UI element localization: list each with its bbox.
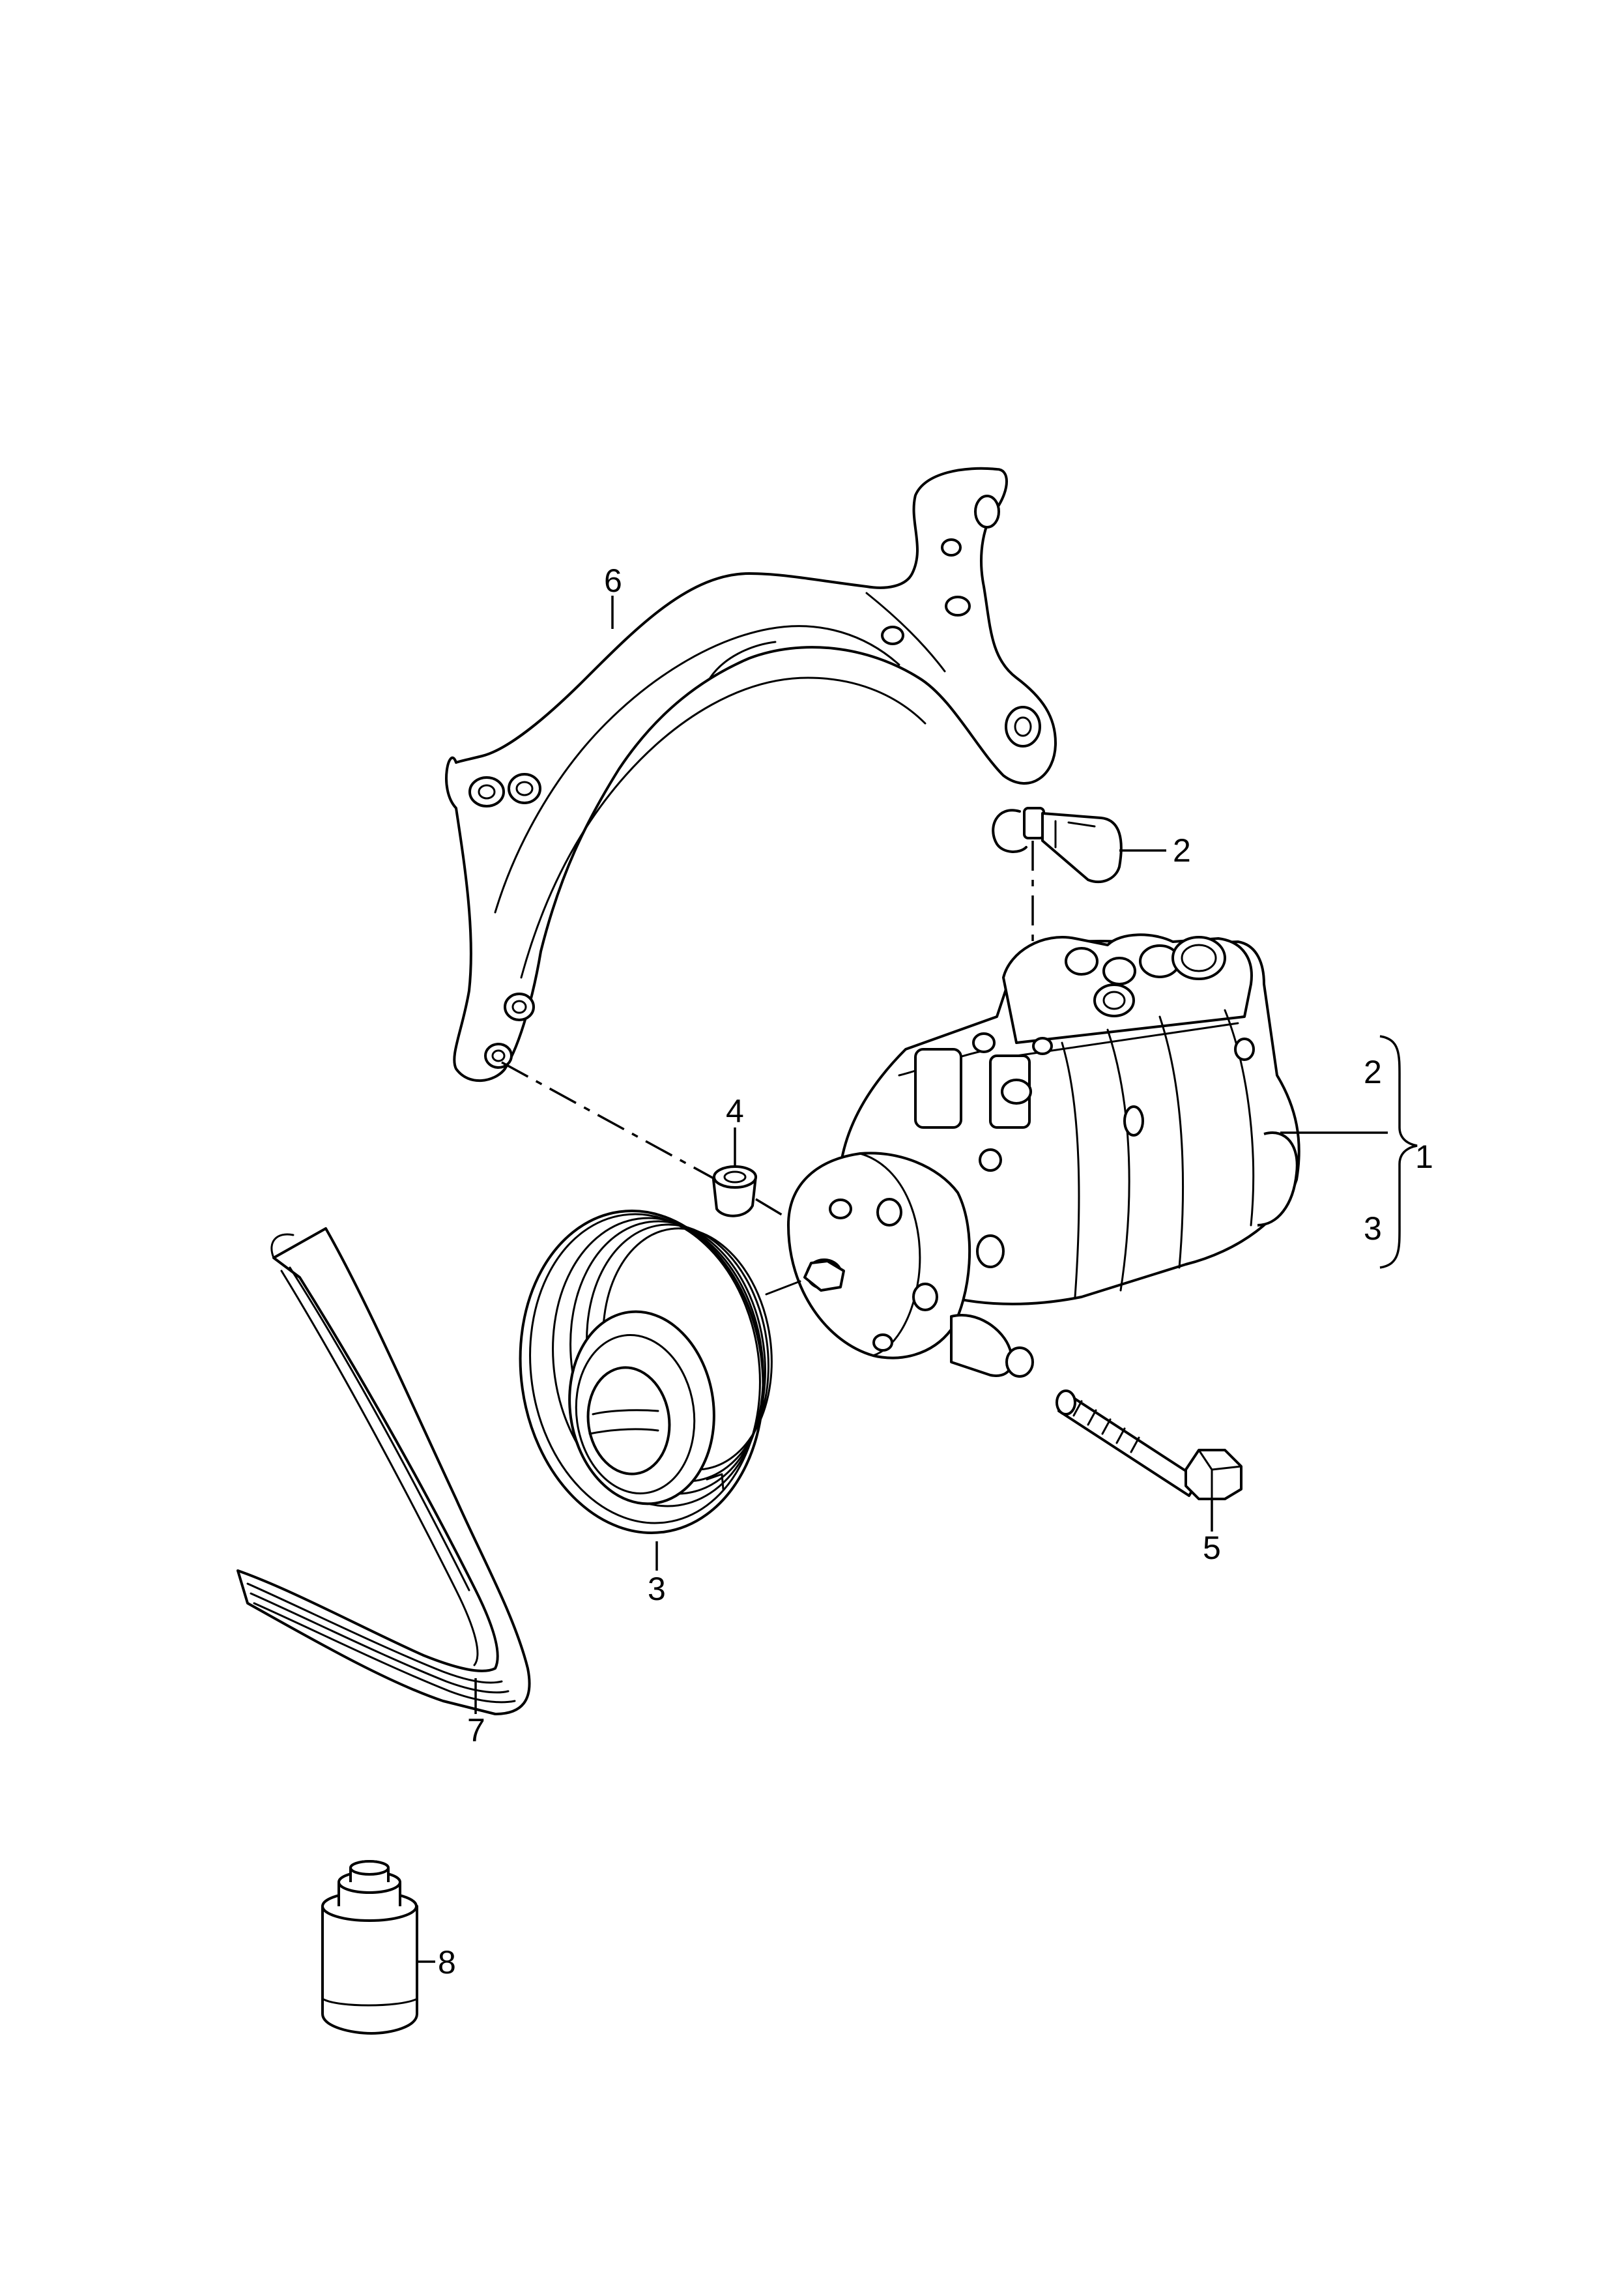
mounting-bolt-part[interactable] [1056,1389,1242,1500]
callout-2-group: 2 [1364,1054,1382,1090]
callout-5: 5 [1203,1530,1221,1566]
oil-bottle-part[interactable] [321,1860,418,2035]
callout-3-group: 3 [1364,1210,1382,1247]
group-brace [1379,1035,1418,1269]
callout-7: 7 [467,1712,485,1749]
bracket-part[interactable] [445,467,1057,1083]
ribbed-belt-part[interactable] [237,1227,531,1715]
ac-compressor-part[interactable] [765,933,1300,1378]
pulley-part[interactable] [500,1195,786,1549]
axis-line-bushing [755,1198,789,1220]
callout-3-pulley: 3 [648,1571,666,1607]
pressure-sensor-part[interactable] [992,807,1123,884]
callout-8: 8 [438,1944,456,1981]
callout-2-sensor: 2 [1173,832,1191,869]
bushing-part[interactable] [712,1165,757,1217]
callout-1: 1 [1415,1139,1433,1175]
axis-line-bracket [501,1061,723,1184]
callout-6: 6 [604,562,622,599]
callout-4: 4 [726,1093,744,1129]
